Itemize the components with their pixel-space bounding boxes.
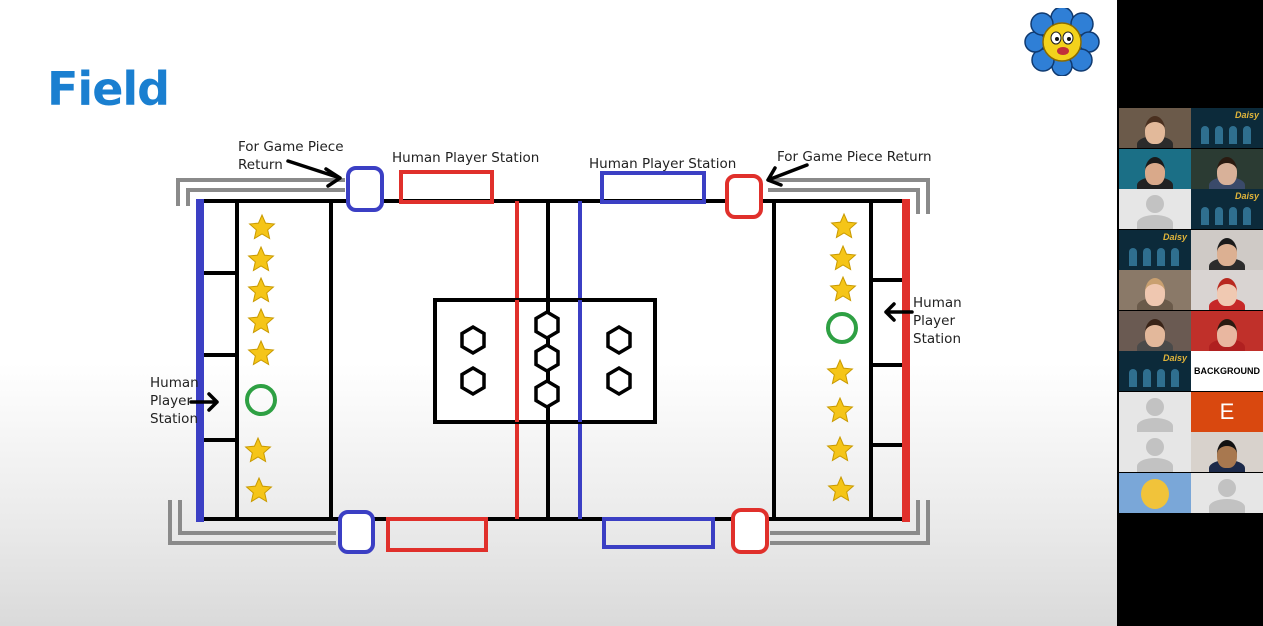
participant-initial-avatar[interactable]: E <box>1191 391 1263 432</box>
ring-game-piece <box>826 312 858 344</box>
blue-human-player-station-top <box>600 171 706 204</box>
arrow-icon <box>189 392 219 412</box>
star-icon <box>247 276 275 303</box>
arrow-icon <box>884 302 914 322</box>
label-hp-top-left: Human Player Station <box>392 150 540 166</box>
star-icon <box>244 436 272 463</box>
hexagon-icon <box>460 324 486 356</box>
hexagon-icon <box>606 324 632 356</box>
hexagon-game-pieces <box>460 309 632 410</box>
field-diagram <box>168 159 930 554</box>
participant-avatar-placeholder[interactable] <box>1119 391 1191 432</box>
red-human-player-station-top <box>399 170 494 204</box>
star-icon <box>829 275 857 302</box>
hexagon-icon <box>534 309 560 341</box>
participant-tile[interactable] <box>1191 148 1263 189</box>
star-icon <box>827 475 855 502</box>
blue-return-box-top <box>346 166 384 212</box>
red-return-box-top <box>725 174 763 219</box>
star-icon <box>248 213 276 240</box>
ring-game-piece <box>245 384 277 416</box>
participant-tile[interactable]: Daisy <box>1119 351 1191 391</box>
participant-tile[interactable] <box>1191 270 1263 310</box>
star-game-pieces <box>244 212 858 503</box>
participant-avatar-placeholder[interactable] <box>1119 189 1191 229</box>
participant-avatar-placeholder[interactable] <box>1191 472 1263 513</box>
label-hp-left: Human Player Station <box>150 375 199 427</box>
participant-tile[interactable] <box>1191 229 1263 270</box>
red-human-player-station-bottom <box>386 517 488 552</box>
arrow-icon <box>766 163 809 187</box>
cartoon-flower-logo-icon <box>1024 8 1100 76</box>
red-return-box-bottom <box>731 508 769 554</box>
label-hp-top-right: Human Player Station <box>589 156 737 172</box>
participant-tile[interactable] <box>1119 270 1191 310</box>
participant-avatar-placeholder[interactable] <box>1119 432 1191 472</box>
participant-name-tile[interactable]: BACKGROUND <box>1191 351 1263 391</box>
label-return-right: For Game Piece Return <box>777 149 932 165</box>
participant-tile[interactable]: Daisy <box>1119 229 1191 270</box>
slide-title: Field <box>47 62 170 116</box>
annotation-arrows <box>189 159 914 412</box>
star-icon <box>826 358 854 385</box>
label-hp-right: Human Player Station <box>913 295 962 347</box>
hexagon-icon <box>534 342 560 374</box>
star-icon <box>826 435 854 462</box>
star-icon <box>830 212 858 239</box>
hexagon-icon <box>460 365 486 397</box>
hexagon-icon <box>534 378 560 410</box>
participant-tile[interactable] <box>1119 472 1191 513</box>
star-icon <box>247 307 275 334</box>
participant-tile[interactable]: Daisy <box>1191 189 1263 229</box>
star-icon <box>829 244 857 271</box>
arrow-icon <box>286 159 342 188</box>
label-return-left: For Game Piece Return <box>238 139 344 173</box>
participant-tile[interactable]: Daisy <box>1191 108 1263 148</box>
participant-tile[interactable] <box>1191 310 1263 351</box>
star-icon <box>247 339 275 366</box>
star-icon <box>247 245 275 272</box>
presentation-slide: Field <box>0 0 1117 626</box>
participant-tile[interactable] <box>1119 148 1191 189</box>
participant-tile[interactable] <box>1119 108 1191 148</box>
blue-human-player-station-bottom <box>602 517 715 549</box>
blue-return-box-bottom <box>338 510 375 554</box>
hexagon-icon <box>606 365 632 397</box>
star-icon <box>826 396 854 423</box>
star-icon <box>245 476 273 503</box>
participant-tile[interactable] <box>1119 310 1191 351</box>
return-rails <box>168 178 930 545</box>
participant-tile[interactable] <box>1191 432 1263 472</box>
